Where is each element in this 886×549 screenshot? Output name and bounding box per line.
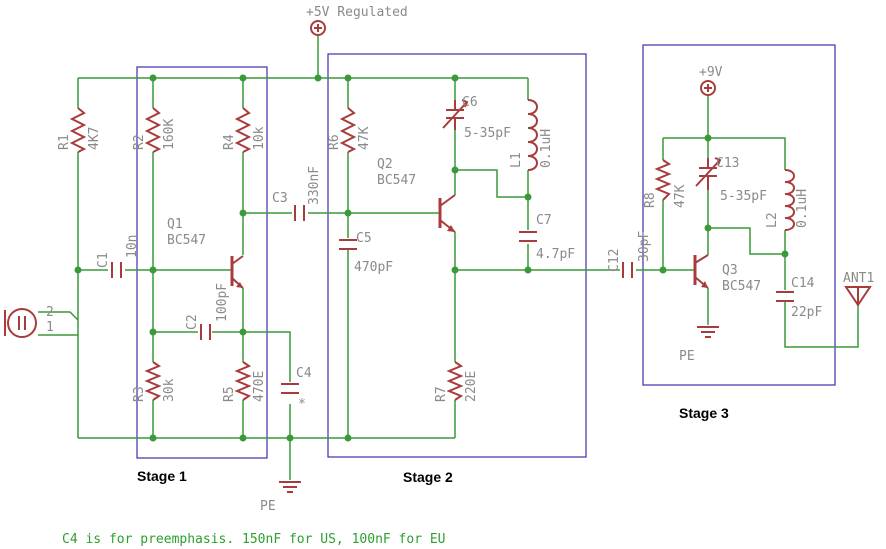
l2-value: 0.1uH bbox=[795, 189, 810, 228]
capacitor-c5 bbox=[339, 239, 357, 250]
c13-name: C13 bbox=[716, 156, 739, 171]
junction-dots bbox=[74, 74, 789, 442]
mic-pin1-label: 1 bbox=[46, 320, 54, 335]
c12-name: C12 bbox=[607, 249, 622, 272]
ground-symbol-main bbox=[279, 481, 301, 493]
q3-value: BC547 bbox=[722, 279, 761, 294]
ground-symbol-stage3 bbox=[697, 326, 719, 338]
q1-name: Q1 bbox=[167, 217, 183, 232]
c5-name: C5 bbox=[356, 231, 372, 246]
antenna-label: ANT1 bbox=[843, 271, 874, 286]
transistor-q2 bbox=[438, 194, 456, 233]
r3-value: 30k bbox=[162, 378, 177, 402]
r5-name: R5 bbox=[222, 386, 237, 402]
resistor-r1 bbox=[69, 107, 87, 153]
r8-name: R8 bbox=[643, 192, 658, 208]
q2-value: BC547 bbox=[377, 173, 416, 188]
stage2-frame bbox=[327, 53, 587, 458]
r6-value: 47K bbox=[357, 126, 372, 150]
trimmer-capacitor-c13 bbox=[695, 157, 722, 190]
ground-label-stage3: PE bbox=[679, 349, 695, 364]
inductor-l2 bbox=[784, 169, 795, 231]
supply-9v-label: +9V bbox=[699, 65, 723, 80]
r1-value: 4K7 bbox=[87, 127, 102, 150]
resistor-r7 bbox=[446, 361, 464, 401]
r4-name: R4 bbox=[222, 134, 237, 150]
l1-name: L1 bbox=[509, 152, 524, 168]
c7-name: C7 bbox=[536, 213, 552, 228]
resistor-r5 bbox=[234, 361, 252, 401]
wires bbox=[38, 36, 859, 480]
r2-value: 160K bbox=[162, 119, 177, 150]
r3-name: R3 bbox=[132, 386, 147, 402]
capacitor-c12 bbox=[622, 262, 633, 278]
r4-value: 10k bbox=[252, 126, 267, 150]
capacitor-c1 bbox=[111, 262, 122, 278]
c5-value: 470pF bbox=[354, 260, 393, 275]
q1-value: BC547 bbox=[167, 233, 206, 248]
c6-name: C6 bbox=[462, 95, 478, 110]
r5-value: 470E bbox=[252, 371, 267, 402]
stage1-frame bbox=[136, 66, 268, 459]
capacitor-c4 bbox=[281, 383, 299, 394]
inductor-l1 bbox=[527, 99, 538, 171]
ground-label-main: PE bbox=[260, 499, 276, 514]
l1-value: 0.1uH bbox=[539, 129, 554, 168]
q3-name: Q3 bbox=[722, 263, 738, 278]
q2-name: Q2 bbox=[377, 157, 393, 172]
c1-value: 10n bbox=[125, 235, 140, 258]
stage3-frame bbox=[642, 44, 836, 386]
c7-value: 4.7pF bbox=[536, 247, 575, 262]
transistor-q3 bbox=[693, 254, 709, 289]
c14-value: 22pF bbox=[791, 305, 822, 320]
r7-name: R7 bbox=[434, 386, 449, 402]
r1-name: R1 bbox=[57, 134, 72, 150]
capacitor-c7 bbox=[519, 231, 537, 242]
resistor-r4 bbox=[234, 107, 252, 153]
supply-9v-symbol bbox=[700, 80, 716, 96]
resistor-r2 bbox=[144, 107, 162, 153]
mic-pin2-label: 2 bbox=[46, 305, 54, 320]
c1-name: C1 bbox=[96, 252, 111, 268]
c2-name: C2 bbox=[185, 314, 200, 330]
l2-name: L2 bbox=[765, 212, 780, 228]
stage1-label: Stage 1 bbox=[137, 468, 187, 484]
stage3-label: Stage 3 bbox=[679, 405, 729, 421]
antenna-symbol bbox=[844, 286, 872, 307]
c6-value: 5-35pF bbox=[464, 126, 511, 141]
resistor-r6 bbox=[339, 107, 357, 153]
capacitor-c2 bbox=[200, 324, 211, 340]
capacitor-c3 bbox=[294, 205, 305, 221]
c14-name: C14 bbox=[791, 276, 815, 291]
r6-name: R6 bbox=[327, 134, 342, 150]
capacitor-c14 bbox=[776, 291, 794, 302]
c2-value: 100pF bbox=[215, 283, 230, 322]
r7-value: 220E bbox=[464, 371, 479, 402]
supply-5v-label: +5V Regulated bbox=[306, 5, 408, 20]
r2-name: R2 bbox=[132, 134, 147, 150]
resistor-r8 bbox=[654, 159, 672, 201]
c4-value: * bbox=[298, 397, 306, 412]
resistor-r3 bbox=[144, 361, 162, 401]
transistor-q1 bbox=[230, 255, 244, 289]
c12-value: 30pF bbox=[637, 231, 652, 262]
trimmer-capacitor-c6 bbox=[442, 99, 469, 130]
c4-name: C4 bbox=[296, 366, 312, 381]
c3-value: 330nF bbox=[307, 166, 322, 205]
r8-value: 47K bbox=[673, 184, 688, 208]
c13-value: 5-35pF bbox=[720, 189, 767, 204]
supply-5v-symbol bbox=[310, 20, 326, 36]
c3-name: C3 bbox=[272, 191, 288, 206]
stage2-label: Stage 2 bbox=[403, 469, 453, 485]
preemphasis-note: C4 is for preemphasis. 150nF for US, 100… bbox=[62, 532, 446, 547]
microphone-symbol bbox=[4, 308, 37, 338]
